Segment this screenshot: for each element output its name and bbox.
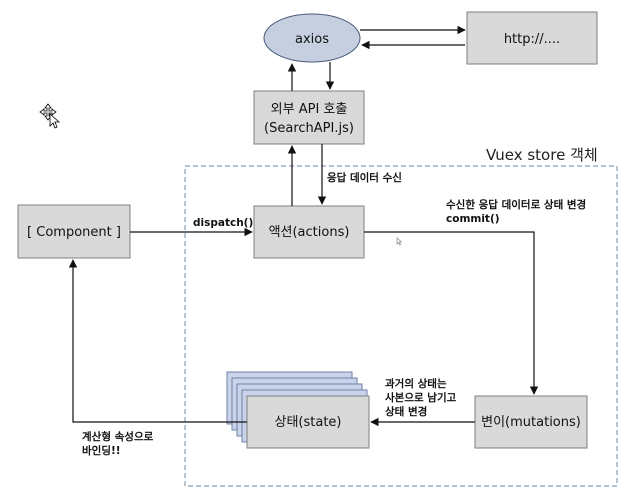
- state-node: 상태(state): [226, 371, 370, 449]
- vuex-store-boundary: [184, 165, 618, 487]
- edge-commit: [364, 231, 539, 395]
- vuex-store-title: Vuex store 객체: [486, 146, 598, 164]
- component-label: [ Component ]: [27, 225, 121, 240]
- axios-label: axios: [295, 32, 329, 47]
- external-api-file-label: (SearchAPI.js): [264, 121, 354, 136]
- label-history-2: 사본으로 남기고: [385, 391, 457, 404]
- external-api-label: 외부 API 호출: [271, 102, 348, 117]
- label-history-1: 과거의 상태는: [385, 377, 447, 390]
- label-history-3: 상태 변경: [385, 405, 427, 418]
- mutations-label: 변이(mutations): [481, 415, 581, 430]
- label-binding-2: 바인딩!!: [82, 444, 121, 457]
- mutations-node: 변이(mutations): [474, 395, 588, 449]
- edge-binding: [68, 259, 247, 423]
- pointer-icon: [396, 237, 403, 246]
- label-response-receive: 응답 데이터 수신: [327, 171, 402, 184]
- axios-node: axios: [263, 13, 361, 63]
- http-node: http://....: [466, 11, 598, 65]
- external-api-node: 외부 API 호출 (SearchAPI.js): [253, 90, 365, 145]
- move-cursor-icon: [39, 103, 61, 129]
- actions-node: 액션(actions): [253, 205, 365, 259]
- component-node: [ Component ]: [17, 204, 131, 259]
- state-label: 상태(state): [275, 415, 342, 430]
- label-commit: commit(): [446, 213, 500, 225]
- actions-label: 액션(actions): [269, 225, 350, 240]
- label-dispatch: dispatch(): [193, 217, 253, 229]
- label-binding-1: 계산형 속성으로: [82, 430, 154, 443]
- state-current: [246, 395, 370, 449]
- label-commit-description: 수신한 응답 데이터로 상태 변경: [446, 198, 586, 211]
- http-label: http://....: [504, 32, 560, 47]
